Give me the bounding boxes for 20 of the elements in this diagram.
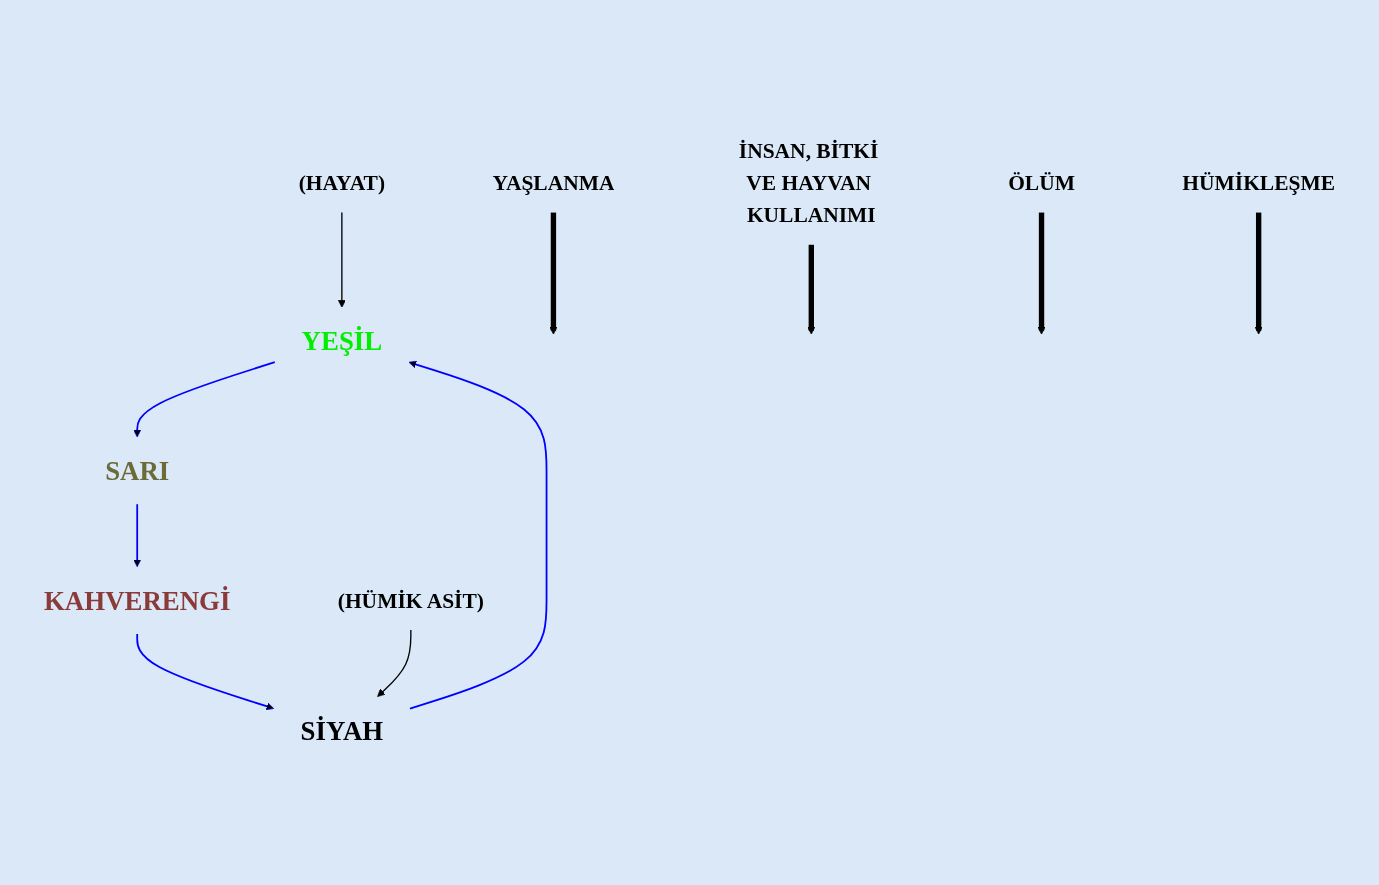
- arrow: [133, 361, 276, 438]
- arrow: [133, 503, 142, 568]
- node-text: SARI: [105, 455, 170, 486]
- arrow: [549, 212, 558, 335]
- node-text: KAHVERENGİ: [44, 585, 231, 616]
- arrow: [807, 244, 816, 335]
- arrow: [136, 633, 275, 711]
- node-text: (HÜMİK ASİT): [337, 588, 484, 613]
- node-text: HÜMİKLEŞME: [1182, 171, 1335, 195]
- arrow: [1037, 212, 1046, 335]
- arrow: [1254, 212, 1263, 335]
- arrow: [408, 360, 548, 710]
- node-text: (HAYAT): [298, 171, 386, 195]
- node-text: ÖLÜM: [1008, 171, 1075, 195]
- arrow: [337, 211, 346, 308]
- node-text: YAŞLANMA: [492, 171, 615, 195]
- node-text: İNSAN, BİTKİ VE HAYVAN KULLANIMI: [738, 139, 879, 227]
- node-text: YEŞİL: [301, 326, 383, 356]
- arrow: [377, 629, 412, 697]
- node-text: SİYAH: [300, 715, 384, 745]
